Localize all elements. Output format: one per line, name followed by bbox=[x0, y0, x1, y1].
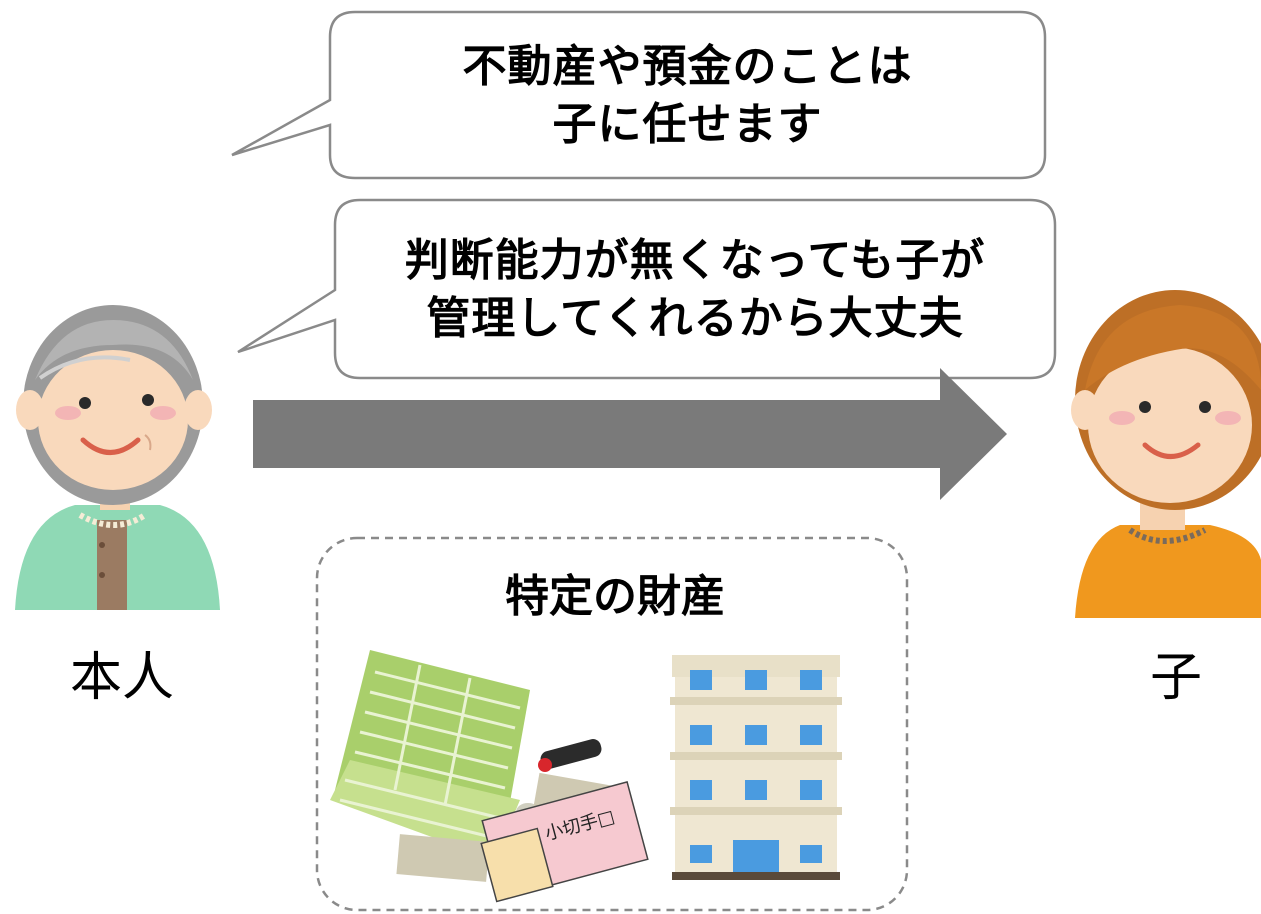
bubble-middle-line2: 管理してくれるから大丈夫 bbox=[426, 293, 964, 344]
bubble-top-line2: 子に任せます bbox=[552, 99, 823, 150]
assets-title: 特定の財産 bbox=[505, 571, 725, 622]
bankbook-icon bbox=[330, 650, 530, 860]
cheque-icon: 小切手□ bbox=[480, 781, 649, 903]
person-left-label: 本人 bbox=[70, 648, 175, 708]
bubble-top-text: 不動産や預金のことは 子に任せます bbox=[330, 38, 1045, 154]
speech-bubble-middle bbox=[237, 198, 1057, 380]
transfer-arrow bbox=[253, 368, 1007, 500]
bubble-middle-line1: 判断能力が無くなっても子が bbox=[404, 235, 986, 286]
seal-stamp-icon bbox=[538, 739, 602, 772]
speech-bubble-top bbox=[231, 10, 1047, 180]
apartment-building-icon bbox=[670, 655, 842, 880]
person-right-label: 子 bbox=[1150, 648, 1203, 708]
bubble-middle-text: 判断能力が無くなっても子が 管理してくれるから大丈夫 bbox=[335, 232, 1055, 348]
elderly-woman-icon bbox=[15, 305, 220, 610]
bubble-top-line1: 不動産や預金のことは bbox=[462, 41, 913, 92]
assets-box bbox=[315, 536, 909, 912]
adult-woman-icon bbox=[1071, 290, 1261, 618]
